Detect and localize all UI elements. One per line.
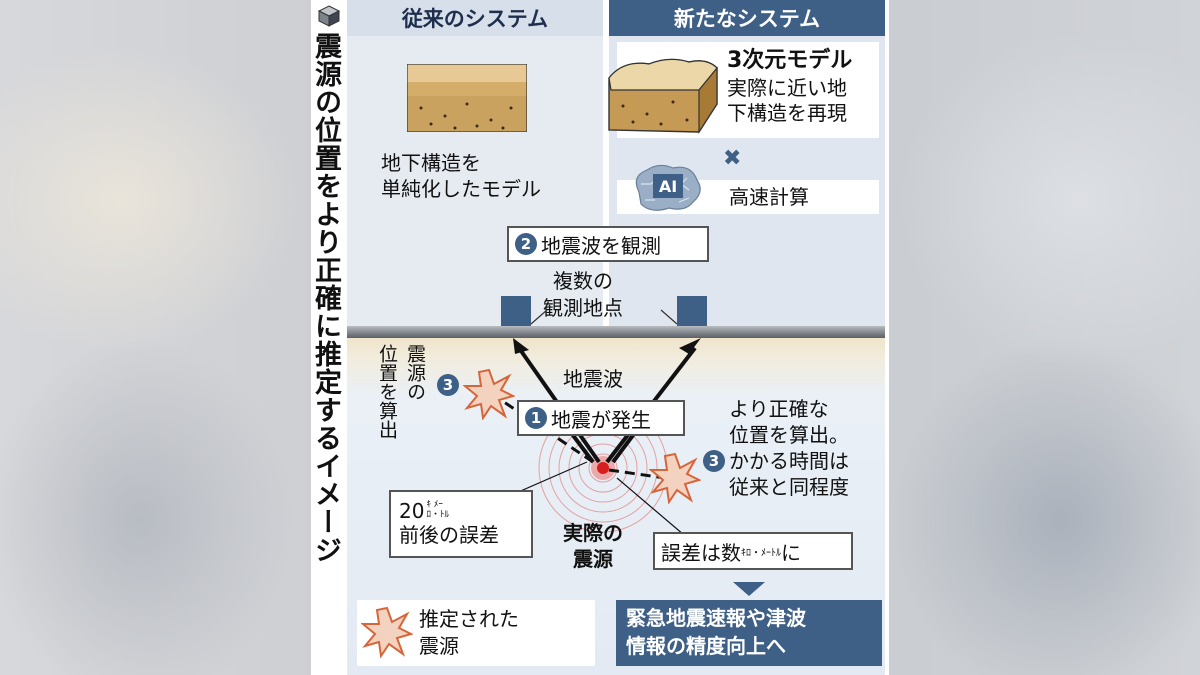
new-calc-text: より正確な 位置を算出。 かかる時間は 従来と同程度	[729, 396, 849, 500]
infographic-panel: 震源の位置をより正確に推定するイメージ 従来のシステム 新たなシステム 地下構造…	[311, 0, 889, 675]
old-error-unit-bottom: ﾛ・ﾄﾙ	[426, 510, 449, 520]
ai-brain-icon: AI	[629, 162, 705, 214]
old-error-number: 20	[399, 500, 424, 522]
cube-icon	[317, 4, 341, 28]
3d-model-title: 3次元モデル	[727, 48, 852, 74]
step-1-badge: 1	[525, 407, 547, 429]
cross-icon: ✖	[723, 146, 741, 172]
3d-model-text: 実際に近い地 下構造を再現	[727, 76, 847, 126]
simple-layer-model	[407, 64, 527, 132]
old-calc-text-col2: 位置を算出	[375, 344, 399, 439]
observe-label-text: 地震波を観測	[541, 230, 661, 259]
down-arrow-icon	[733, 582, 765, 598]
legend-star-icon	[361, 606, 413, 658]
station-pointer-lines	[501, 296, 711, 330]
new-error-unit: ｷﾛ・ﾒｰﾄﾙ	[741, 544, 781, 559]
quake-label-text: 地震が発生	[551, 404, 651, 433]
estimated-source-old-star	[463, 368, 515, 420]
step-3-badge-old: 3	[437, 374, 459, 396]
old-system-header: 従来のシステム	[347, 0, 603, 36]
old-error-unit-top: ｷ ﾒｰ	[426, 500, 449, 510]
ai-chip: AI	[653, 174, 683, 198]
step-2-badge: 2	[515, 233, 537, 255]
page-title: 震源の位置をより正確に推定するイメージ	[315, 32, 345, 564]
new-error-box: 誤差は数 ｷﾛ・ﾒｰﾄﾙ に	[653, 532, 853, 570]
compute-text: 高速計算	[729, 184, 809, 210]
estimated-source-new-star	[649, 452, 701, 504]
old-calc-text-col1: 震源の	[403, 344, 427, 401]
step-3-badge-new: 3	[703, 450, 725, 472]
old-error-text: 前後の誤差	[399, 522, 499, 548]
result-banner: 緊急地震速報や津波 情報の精度向上へ	[616, 600, 882, 666]
observe-label: 2 地震波を観測	[507, 226, 709, 262]
actual-source-label: 実際の 震源	[563, 520, 623, 572]
quake-label: 1 地震が発生	[517, 400, 685, 436]
old-model-text: 地下構造を 単純化したモデル	[381, 150, 541, 202]
seismic-wave-label: 地震波	[563, 366, 623, 392]
old-error-box: 20 ｷ ﾒｰ ﾛ・ﾄﾙ 前後の誤差	[389, 490, 533, 558]
new-error-pre: 誤差は数	[661, 537, 741, 566]
legend-text: 推定された 震源	[419, 606, 519, 660]
new-system-header: 新たなシステム	[609, 0, 885, 36]
3d-terrain-model	[603, 50, 723, 140]
new-error-post: に	[781, 537, 801, 566]
